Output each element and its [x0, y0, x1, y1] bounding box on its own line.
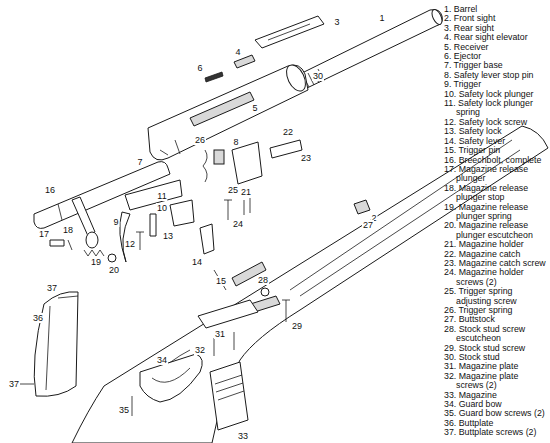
- callout-number: 17: [38, 229, 50, 239]
- callout-number: 33: [237, 431, 249, 441]
- part-list-entry: 12. Safety lock screw: [444, 118, 548, 127]
- part-list-entry: 19. Magazine release plunger spring: [444, 203, 548, 222]
- callout-number: 21: [240, 187, 252, 197]
- part-list-entry: 18. Magazine release plunger stop: [444, 184, 548, 203]
- part-list-entry: 29. Stock stud screw: [444, 344, 548, 353]
- part-list-entry: 10. Safety lock plunger: [444, 90, 548, 99]
- callout-number: 3: [333, 17, 340, 27]
- part-list-entry: 21. Magazine holder: [444, 240, 548, 249]
- callout-number: 1: [378, 13, 385, 23]
- part-list-entry: 25. Trigger spring adjusting screw: [444, 287, 548, 306]
- trigger-group: [120, 150, 232, 290]
- buttplate: [20, 292, 78, 397]
- callout-number: 19: [90, 257, 102, 267]
- part-list-entry: 9. Trigger: [444, 80, 548, 89]
- part-list-entry: 8. Safety lever stop pin: [444, 71, 548, 80]
- callout-number: 18: [62, 225, 74, 235]
- callout-number: 9: [112, 217, 119, 227]
- ejector: [205, 72, 223, 82]
- part-list-entry: 26. Trigger spring: [444, 306, 548, 315]
- callout-number: 37: [46, 283, 58, 293]
- part-list-entry: 5. Receiver: [444, 43, 548, 52]
- part-list-entry: 32. Magazine plate screws (2): [444, 372, 548, 391]
- part-list-entry: 6. Ejector: [444, 52, 548, 61]
- part-list-entry: 16. Breechbolt, complete: [444, 156, 548, 165]
- callout-number: 11: [156, 191, 167, 201]
- part-list-entry: 35. Guard bow screws (2): [444, 409, 548, 418]
- callout-number: 12: [124, 239, 136, 249]
- callout-number: 30: [312, 71, 324, 81]
- callout-number: 5: [251, 103, 258, 113]
- part-list-entry: 14. Safety lever: [444, 137, 548, 146]
- callout-number: 7: [136, 157, 143, 167]
- part-list-entry: 28. Stock stud screw escutcheon: [444, 325, 548, 344]
- part-list-entry: 37. Buttplate screws (2): [444, 428, 548, 437]
- magazine-plate: [198, 300, 258, 328]
- part-list-entry: 11. Safety lock plunger spring: [444, 99, 548, 118]
- callout-number: 27: [362, 220, 374, 230]
- callout-number: 31: [214, 329, 226, 339]
- part-list-entry: 36. Buttplate: [444, 419, 548, 428]
- part-list-entry: 34. Guard bow: [444, 400, 548, 409]
- part-list-entry: 27. Buttstock: [444, 315, 548, 324]
- part-list-entry: 15. Trigger pin: [444, 146, 548, 155]
- part-list-entry: 31. Magazine plate: [444, 362, 548, 371]
- part-list-entry: 17. Magazine release plunger: [444, 165, 548, 184]
- callout-number: 16: [44, 185, 56, 195]
- part-list-entry: 23. Magazine catch screw: [444, 259, 548, 268]
- callout-number: 14: [191, 257, 203, 267]
- callout-number: 10: [156, 203, 168, 213]
- magazine-holder: [232, 140, 302, 215]
- part-list-entry: 22. Magazine catch: [444, 250, 548, 259]
- magazine: [210, 362, 248, 430]
- callout-number: 29: [291, 321, 303, 331]
- callout-number: 23: [300, 153, 312, 163]
- callout-number: 34: [156, 355, 168, 365]
- callout-number: 36: [32, 313, 44, 323]
- callout-number: 37: [8, 379, 20, 389]
- part-list-entry: 2. Front sight: [444, 14, 548, 23]
- guard-bow: [132, 354, 202, 416]
- part-list-entry: 4. Rear sight elevator: [444, 33, 548, 42]
- rear-sight: [234, 16, 324, 68]
- callout-number: 6: [196, 63, 203, 73]
- callout-number: 26: [194, 135, 206, 145]
- callout-number: 4: [234, 47, 241, 57]
- callout-number: 13: [162, 231, 174, 241]
- part-list-entry: 1. Barrel: [444, 5, 548, 14]
- parts-list: 1. Barrel2. Front sight3. Rear sight4. R…: [444, 5, 548, 438]
- callout-number: 20: [108, 265, 120, 275]
- part-list-entry: 24. Magazine holder screws (2): [444, 268, 548, 287]
- part-list-entry: 13. Safety lock: [444, 127, 548, 136]
- callout-number: 25: [227, 185, 239, 195]
- part-list-entry: 33. Magazine: [444, 391, 548, 400]
- magazine-release: [50, 240, 116, 262]
- part-list-entry: 7. Trigger base: [444, 61, 548, 70]
- part-list-entry: 3. Rear sight: [444, 24, 548, 33]
- callout-number: 28: [257, 275, 269, 285]
- receiver: [148, 62, 309, 160]
- front-sight: [354, 200, 370, 214]
- callout-number: 35: [118, 405, 130, 415]
- part-list-entry: 20. Magazine release plunger escutcheon: [444, 221, 548, 240]
- callout-number: 32: [194, 345, 206, 355]
- part-list-entry: 30. Stock stud: [444, 353, 548, 362]
- callout-number: 22: [282, 127, 294, 137]
- callout-number: 24: [232, 219, 244, 229]
- callout-number: 8: [232, 137, 239, 147]
- callout-number: 15: [215, 276, 227, 286]
